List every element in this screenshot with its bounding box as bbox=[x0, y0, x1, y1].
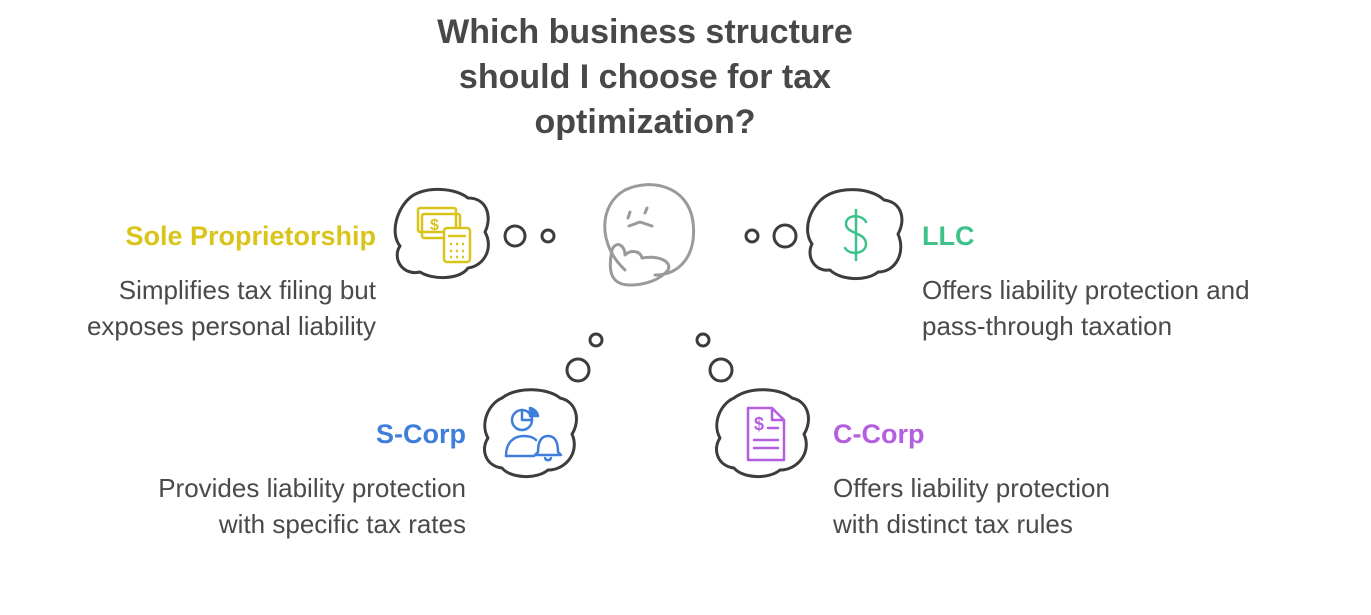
desc-sole-proprietorship: Simplifies tax filing but exposes person… bbox=[87, 272, 376, 344]
bubble-dot-scorp-large bbox=[565, 357, 591, 383]
bubble-dot-llc-small bbox=[744, 228, 760, 244]
desc-ccorp-line-2: with distinct tax rules bbox=[833, 509, 1073, 539]
title-line-3: optimization? bbox=[534, 103, 756, 141]
cloud-ccorp bbox=[715, 388, 810, 478]
desc-llc-line-2: pass-through taxation bbox=[922, 311, 1173, 341]
desc-llc-line-1: Offers liability protection and bbox=[922, 275, 1250, 305]
diagram-title: Which business structure should I choose… bbox=[0, 10, 1290, 145]
desc-sole-line-2: exposes personal liability bbox=[86, 311, 376, 341]
desc-c-corp: Offers liability protection with distinc… bbox=[833, 470, 1110, 542]
desc-s-corp: Provides liability protection with speci… bbox=[158, 470, 466, 542]
bubble-dot-sole-small bbox=[540, 228, 556, 244]
cloud-llc bbox=[806, 188, 904, 280]
svg-text:$: $ bbox=[430, 217, 439, 234]
cloud-sole bbox=[393, 188, 490, 279]
bubble-dot-ccorp-small bbox=[695, 332, 711, 348]
label-s-corp: S-Corp bbox=[376, 419, 466, 449]
dollar-sign-icon bbox=[843, 208, 868, 262]
desc-ccorp-line-1: Offers liability protection bbox=[833, 473, 1110, 503]
bubble-dot-scorp-small bbox=[588, 332, 604, 348]
desc-llc: Offers liability protection and pass-thr… bbox=[922, 272, 1250, 344]
person-chart-bell-icon bbox=[504, 406, 563, 462]
label-sole-proprietorship: Sole Proprietorship bbox=[125, 221, 376, 251]
money-calculator-icon: $ bbox=[416, 206, 472, 264]
title-line-2: should I choose for tax bbox=[458, 58, 832, 96]
bubble-dot-ccorp-large bbox=[708, 357, 734, 383]
cloud-scorp bbox=[483, 388, 578, 478]
label-llc: LLC bbox=[922, 221, 975, 251]
title-line-1: Which business structure bbox=[437, 13, 853, 51]
desc-sole-line-1: Simplifies tax filing but bbox=[118, 275, 376, 305]
label-c-corp: C-Corp bbox=[833, 419, 925, 449]
bubble-dot-sole-large bbox=[503, 224, 527, 248]
bubble-dot-llc-large bbox=[772, 223, 798, 249]
thinking-face-icon bbox=[603, 183, 696, 287]
dollar-document-icon: $ bbox=[746, 406, 786, 462]
desc-scorp-line-2: with specific tax rates bbox=[218, 509, 466, 539]
svg-text:$: $ bbox=[754, 414, 764, 434]
desc-scorp-line-1: Provides liability protection bbox=[158, 473, 466, 503]
